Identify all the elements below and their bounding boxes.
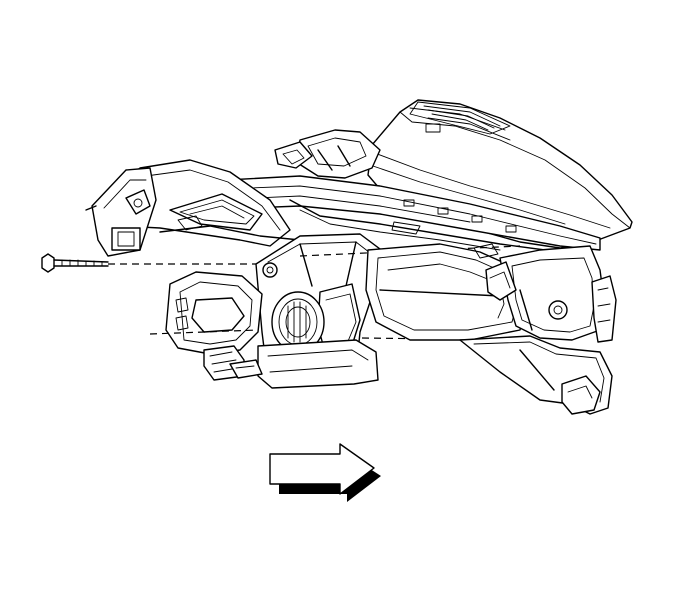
wiring-connectors	[203, 345, 263, 381]
left-end-cap	[85, 167, 157, 257]
right-lower-support	[459, 335, 613, 415]
center-lower-bracket	[257, 339, 379, 389]
alignment-line-center-left	[149, 329, 259, 335]
defroster-grille	[409, 101, 511, 135]
left-lower-duct	[165, 271, 263, 355]
alignment-line-center-right	[361, 337, 521, 341]
bolt-left	[41, 253, 109, 273]
beam-fasteners	[391, 199, 517, 259]
direction-arrow-icon	[269, 443, 381, 502]
center-support-bracket	[274, 129, 381, 179]
glove-box-opening	[365, 243, 529, 341]
right-mount-tab	[591, 275, 617, 343]
